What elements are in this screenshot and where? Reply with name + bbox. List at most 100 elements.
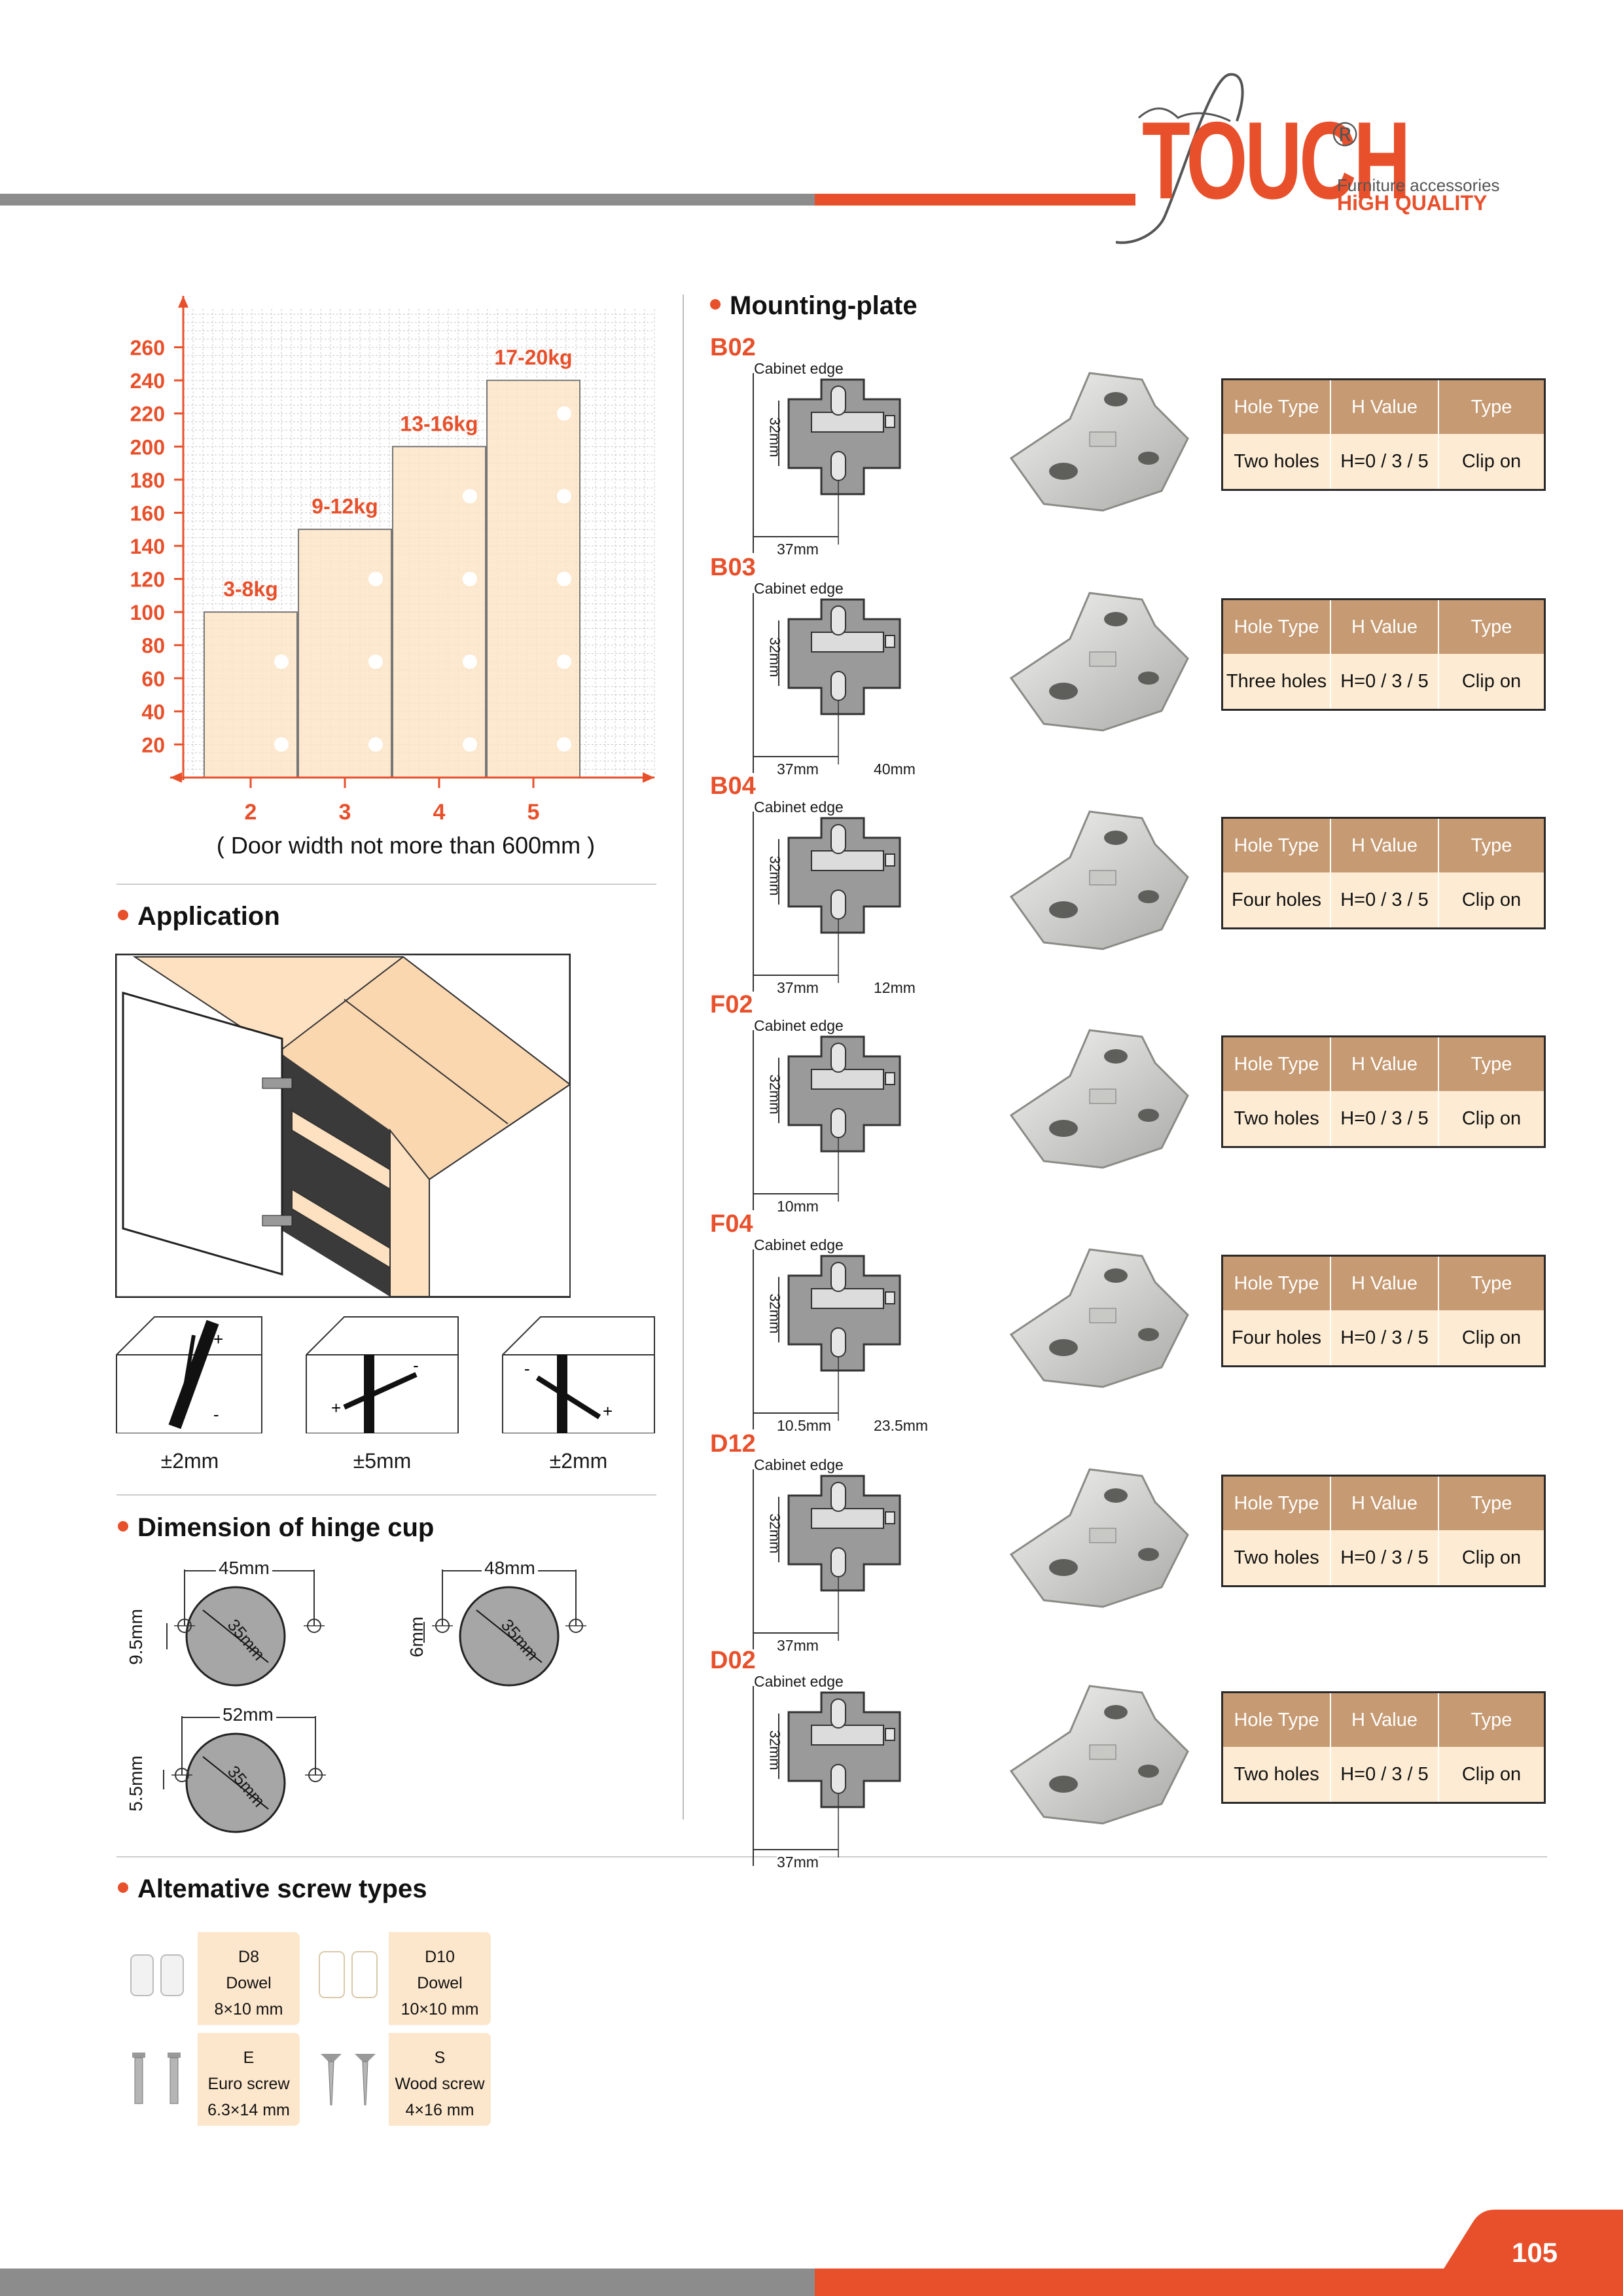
chart-bar: [298, 528, 392, 778]
mounting-plate-photo-icon: [1009, 1029, 1189, 1169]
divider-2: [116, 1494, 656, 1496]
screw-size: 6.3×14 mm: [207, 2101, 290, 2119]
bar-data-label: 3-8kg: [223, 577, 278, 601]
screw-name: Dowel: [417, 1974, 463, 1992]
table-header-h-value: H Value: [1330, 1257, 1438, 1310]
mounting-plate-drawing-icon: [753, 1249, 901, 1429]
screw-size: 4×16 mm: [405, 2101, 474, 2119]
bar-hole-dot: [463, 737, 477, 752]
wood-screw-icon: [308, 2033, 389, 2126]
bar-hole-dot: [463, 571, 477, 586]
cabinet-edge-label: Cabinet edge: [754, 1456, 844, 1473]
header-orange-band: [815, 194, 1135, 206]
x-axis-left-arrow-icon: [170, 772, 182, 783]
table-cell-h-value: H=0 / 3 / 5: [1330, 654, 1438, 709]
logo-tagline-1: Furniture accessories: [1337, 175, 1500, 195]
table-header-type: Type: [1438, 1037, 1544, 1091]
hinge-cup-drawing: [423, 1570, 586, 1687]
bar-hole-dot: [274, 655, 289, 669]
hinge-cup-offset: 5.5mm: [125, 1755, 146, 1812]
y-tick-label: 100: [130, 601, 165, 624]
plate-photo: [991, 1236, 1214, 1420]
y-tick-label: 220: [130, 403, 165, 426]
hinge-cup-drawing: [166, 1570, 325, 1687]
table-cell-hole-type: Four holes: [1223, 1310, 1330, 1365]
euro-screw-icon: [116, 2033, 198, 2126]
application-title: Application: [137, 902, 280, 931]
plate-photo: [991, 1673, 1214, 1856]
mounting-plate-photo-icon: [1009, 1468, 1189, 1608]
mounting-plate-drawing-icon: [753, 373, 901, 553]
y-tick-label: 60: [141, 667, 165, 691]
plate-photo: [991, 1456, 1214, 1640]
adjustment-label-1: ±2mm: [160, 1449, 219, 1473]
page-number-tab: [1427, 2210, 1623, 2296]
svg-text:-: -: [524, 1359, 530, 1378]
table-header-type: Type: [1438, 1477, 1544, 1530]
plate-dim-a: 37mm: [777, 761, 819, 778]
svg-text:-: -: [213, 1405, 219, 1424]
table-header-hole-type: Hole Type: [1223, 1477, 1330, 1530]
mounting-plate-photo-icon: [1009, 372, 1189, 512]
hinge-cup-1: 45mm 9.5mm 35mm: [126, 1558, 327, 1689]
y-tick-label: 20: [141, 733, 165, 757]
plate-dim-a: 37mm: [777, 1637, 819, 1655]
plate-dim-vertical: 32mm: [766, 1730, 783, 1770]
plate-code: B04: [710, 772, 756, 800]
table-cell-hole-type: Three holes: [1223, 654, 1330, 709]
bar-hole-dot: [557, 571, 571, 586]
y-tick-label: 120: [130, 568, 165, 592]
plate-code: B02: [710, 334, 756, 361]
plate-photo: [991, 1017, 1214, 1200]
plate-photo: [991, 580, 1214, 763]
table-cell-type: Clip on: [1438, 654, 1544, 709]
adjustment-diagram-height: -+: [502, 1316, 655, 1433]
table-header-type: Type: [1438, 1693, 1544, 1747]
table-header-hole-type: Hole Type: [1223, 380, 1330, 434]
plate-dim-vertical: 32mm: [766, 1293, 783, 1334]
bar-hole-dot: [463, 655, 477, 669]
column-divider: [683, 295, 684, 1820]
table-cell-hole-type: Two holes: [1223, 434, 1330, 489]
hinge-cup-3: 52mm 5.5mm 35mm: [126, 1704, 327, 1835]
table-header-hole-type: Hole Type: [1223, 1257, 1330, 1310]
table-cell-h-value: H=0 / 3 / 5: [1330, 872, 1438, 927]
hinge-cup-heading: Dimension of hinge cup: [118, 1513, 434, 1543]
bullet-icon: [118, 1882, 128, 1893]
x-axis-label: ( Door width not more than 600mm ): [217, 832, 595, 859]
plate-code: F02: [710, 991, 753, 1018]
divider-3: [116, 1856, 1547, 1857]
hinge-cup-offset: 6mm: [406, 1616, 427, 1658]
table-cell-hole-type: Four holes: [1223, 872, 1330, 927]
y-tick-label: 240: [130, 369, 165, 393]
screw-name: Euro screw: [207, 2075, 290, 2093]
table-header-hole-type: Hole Type: [1223, 600, 1330, 654]
bar-hole-dot: [368, 571, 383, 586]
adjustment-diagram-depth: +-: [116, 1316, 262, 1433]
svg-text:+: +: [603, 1401, 613, 1421]
plate-photo: [991, 360, 1214, 543]
y-tick-label: 200: [130, 435, 165, 459]
table-header-h-value: H Value: [1330, 819, 1438, 872]
hinge-cup-width: 45mm: [216, 1558, 272, 1579]
bar-hole-dot: [557, 655, 571, 669]
table-header-hole-type: Hole Type: [1223, 819, 1330, 872]
adjustment-label-3: ±2mm: [549, 1449, 608, 1473]
plate-dim-vertical: 32mm: [766, 1074, 783, 1115]
table-cell-hole-type: Two holes: [1223, 1747, 1330, 1802]
bar-hole-dot: [463, 489, 477, 504]
table-cell-h-value: H=0 / 3 / 5: [1330, 434, 1438, 489]
svg-text:-: -: [413, 1355, 419, 1375]
mounting-plate-drawing-icon: [753, 1030, 901, 1210]
